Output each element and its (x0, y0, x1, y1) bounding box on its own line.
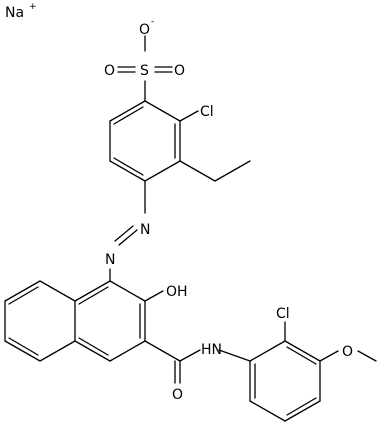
azo-nitrogen-lower-label: N (105, 252, 115, 268)
sulfur-label: S (140, 63, 149, 79)
sulfonyl-oxygen-right-label: O (174, 63, 185, 79)
methoxy-oxygen-label: O (342, 344, 353, 360)
azo-nitrogen-upper-label: N (140, 222, 150, 238)
oxygen-anion-charge: - (151, 17, 154, 27)
amide-oxygen-label: O (172, 387, 183, 403)
chlorine-lower-label: Cl (276, 306, 290, 322)
atom-labels: Na + O - S O O Cl N N OH HN O Cl O (5, 2, 353, 403)
sulfonyl-oxygen-left-label: O (104, 63, 115, 79)
sodium-label: Na (5, 5, 24, 21)
sodium-charge: + (29, 2, 37, 12)
bonds (4, 35, 377, 422)
hydroxyl-label: OH (166, 284, 188, 300)
oxygen-anion-label: O (139, 22, 150, 38)
chlorine-upper-label: Cl (200, 104, 214, 120)
amide-nh-label: HN (201, 342, 222, 358)
